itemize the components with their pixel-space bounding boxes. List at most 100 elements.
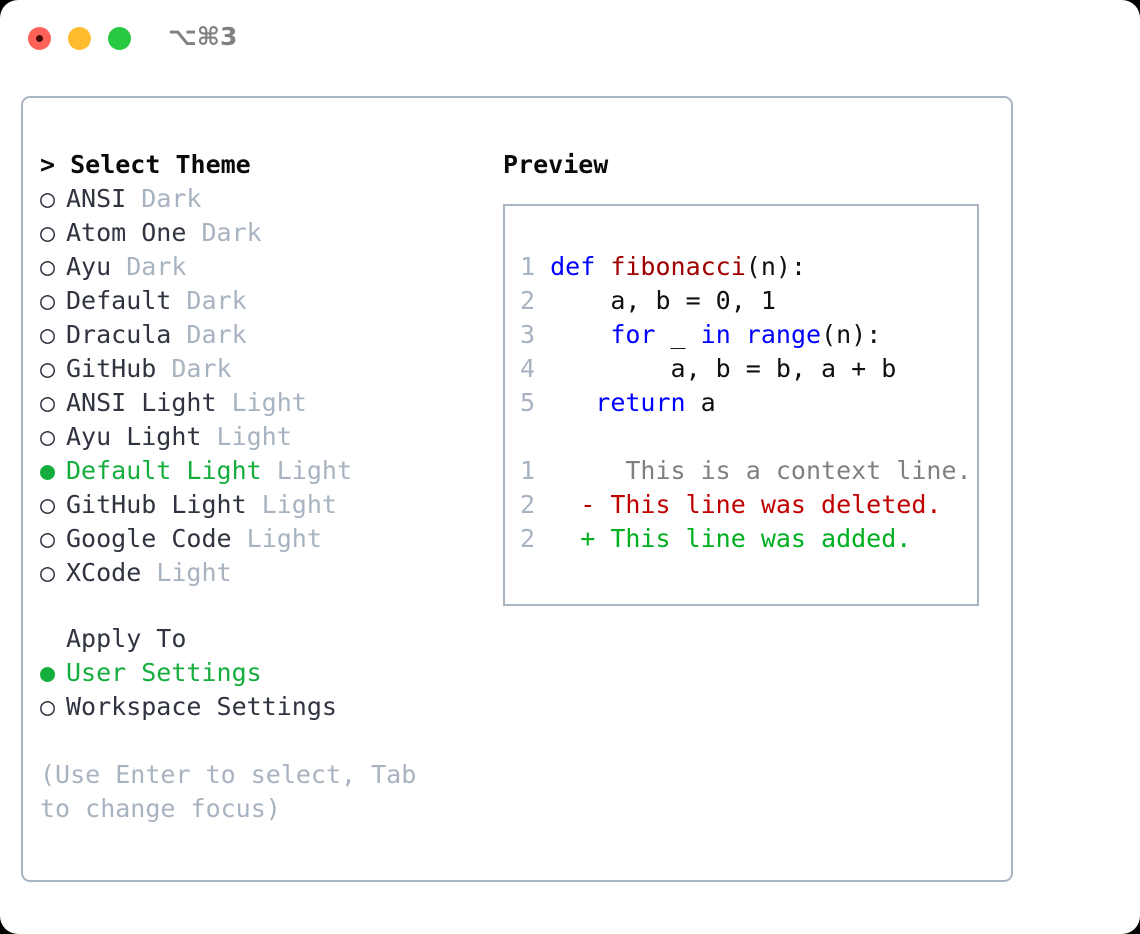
preview-column: Preview 1 def fibonacci(n):2 a, b = 0, 1… bbox=[503, 148, 1003, 606]
code-line: 2 a, b = 0, 1 bbox=[520, 284, 972, 318]
code-token: _ bbox=[655, 320, 701, 349]
preview-header: Preview bbox=[503, 150, 609, 179]
theme-category: Light bbox=[156, 558, 232, 587]
minimize-window-button[interactable] bbox=[68, 27, 91, 50]
code-token: (n): bbox=[745, 252, 807, 281]
radio-unselected-icon: ○ bbox=[40, 354, 56, 383]
window-titlebar: ⌥⌘3 bbox=[0, 0, 1140, 78]
code-line: 3 for _ in range(n): bbox=[520, 318, 972, 352]
radio-unselected-icon: ○ bbox=[40, 524, 56, 553]
theme-list[interactable]: ○ ANSI Dark ○ Atom One Dark ○ Ayu Dark ○ Defaul… bbox=[40, 182, 480, 590]
code-line: 4 a, b = b, a + b bbox=[520, 352, 972, 386]
code-line: 5 return a bbox=[520, 386, 972, 420]
theme-list-item[interactable]: ○ GitHub Light Light bbox=[40, 488, 480, 522]
code-token: in bbox=[700, 320, 746, 349]
radio-unselected-icon: ○ bbox=[40, 692, 56, 721]
code-token: range bbox=[745, 320, 822, 349]
theme-list-item[interactable]: ○ Ayu Light Light bbox=[40, 420, 480, 454]
theme-list-item[interactable]: ○ Dracula Dark bbox=[40, 318, 480, 352]
radio-unselected-icon: ○ bbox=[40, 490, 56, 519]
radio-unselected-icon: ○ bbox=[40, 388, 56, 417]
theme-list-item[interactable]: ○ GitHub Dark bbox=[40, 352, 480, 386]
theme-name: Ayu Light bbox=[66, 422, 202, 451]
line-number: 2 bbox=[520, 524, 551, 553]
apply-to-section: Apply To ● User Settings ○ Workspace Settin… bbox=[40, 622, 480, 724]
code-token: a, b = 0, 1 bbox=[550, 286, 776, 315]
line-number: 1 bbox=[520, 252, 551, 281]
radio-unselected-icon: ○ bbox=[40, 286, 56, 315]
theme-name: Ayu bbox=[66, 252, 112, 281]
apply-to-label: User Settings bbox=[66, 658, 262, 687]
apply-to-header: Apply To bbox=[66, 624, 187, 653]
line-number: 1 bbox=[520, 456, 551, 485]
code-token: (n): bbox=[821, 320, 882, 349]
apply-to-option[interactable]: ○ Workspace Settings bbox=[40, 690, 480, 724]
line-number: 4 bbox=[520, 354, 551, 383]
theme-name: ANSI bbox=[66, 184, 127, 213]
theme-category: Dark bbox=[141, 184, 202, 213]
theme-picker-panel: > Select Theme ○ANSI Dark○Atom One Dark○… bbox=[21, 96, 1013, 882]
theme-list-item[interactable]: ● Default Light Light bbox=[40, 454, 480, 488]
code-token: fibonacci bbox=[610, 252, 746, 281]
theme-name: Dracula bbox=[66, 320, 172, 349]
apply-to-option[interactable]: ● User Settings bbox=[40, 656, 480, 690]
theme-selection-column: > Select Theme ○ANSI Dark○Atom One Dark○… bbox=[40, 148, 480, 826]
line-number: 3 bbox=[520, 320, 551, 349]
close-window-button[interactable] bbox=[28, 27, 51, 50]
code-token bbox=[550, 320, 610, 349]
theme-list-item[interactable]: ○ ANSI Light Light bbox=[40, 386, 480, 420]
line-number: 2 bbox=[520, 286, 551, 315]
theme-category: Light bbox=[276, 456, 352, 485]
theme-list-item[interactable]: ○ Default Dark bbox=[40, 284, 480, 318]
code-token: a, b = b, a + b bbox=[550, 354, 897, 383]
diff-line: 2 - This line was deleted. bbox=[520, 488, 972, 522]
code-token bbox=[550, 388, 595, 417]
keyboard-shortcut-label: ⌥⌘3 bbox=[168, 22, 238, 51]
theme-name: GitHub bbox=[66, 354, 157, 383]
radio-unselected-icon: ○ bbox=[40, 320, 56, 349]
theme-list-item[interactable]: ○ Google Code Light bbox=[40, 522, 480, 556]
theme-category: Dark bbox=[186, 320, 247, 349]
theme-list-item[interactable]: ○XCode Light bbox=[40, 556, 480, 590]
diff-line-text: + This line was added. bbox=[550, 524, 912, 553]
diff-line: 2 + This line was added. bbox=[520, 522, 972, 556]
radio-unselected-icon: ○ bbox=[40, 252, 56, 281]
theme-name: GitHub Light bbox=[66, 490, 247, 519]
theme-category: Dark bbox=[201, 218, 262, 247]
theme-list-item[interactable]: ○ Ayu Dark bbox=[40, 250, 480, 284]
radio-selected-icon: ● bbox=[40, 658, 56, 687]
radio-unselected-icon: ○ bbox=[40, 184, 56, 213]
theme-category: Light bbox=[261, 490, 337, 519]
theme-category: Dark bbox=[186, 286, 247, 315]
theme-name: XCode bbox=[66, 558, 142, 587]
theme-list-item[interactable]: ○ ANSI Dark bbox=[40, 182, 480, 216]
code-token: a bbox=[685, 388, 716, 417]
theme-name: ANSI Light bbox=[66, 388, 217, 417]
radio-unselected-icon: ○ bbox=[40, 218, 56, 247]
code-token: for bbox=[610, 320, 656, 349]
diff-line-text: This is a context line. bbox=[550, 456, 972, 485]
theme-category: Light bbox=[231, 388, 307, 417]
line-number: 5 bbox=[520, 388, 551, 417]
keyboard-hint-text: (Use Enter to select, Tab to change focu… bbox=[40, 760, 432, 823]
theme-name: Default Light bbox=[66, 456, 262, 485]
theme-name: Google Code bbox=[66, 524, 232, 553]
radio-unselected-icon: ○ bbox=[40, 422, 56, 451]
apply-to-list[interactable]: ● User Settings ○ Workspace Settings bbox=[40, 656, 480, 724]
radio-selected-icon: ● bbox=[40, 456, 56, 485]
maximize-window-button[interactable] bbox=[108, 27, 131, 50]
theme-category: Light bbox=[246, 524, 322, 553]
theme-list-item[interactable]: ○ Atom One Dark bbox=[40, 216, 480, 250]
theme-name: Default bbox=[66, 286, 172, 315]
select-theme-header: > Select Theme bbox=[40, 150, 251, 179]
theme-category: Light bbox=[216, 422, 292, 451]
theme-name: Atom One bbox=[66, 218, 187, 247]
apply-to-label: Workspace Settings bbox=[66, 692, 337, 721]
theme-category: Dark bbox=[171, 354, 232, 383]
code-token: return bbox=[595, 388, 686, 417]
theme-category: Dark bbox=[126, 252, 187, 281]
line-number: 2 bbox=[520, 490, 551, 519]
